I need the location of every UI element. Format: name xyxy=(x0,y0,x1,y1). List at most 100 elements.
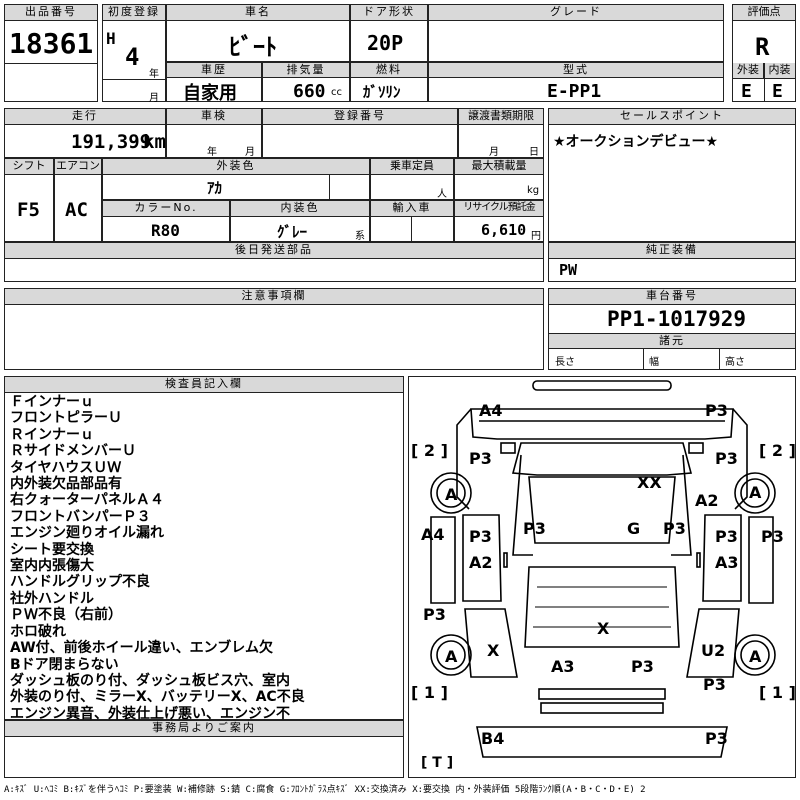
inspector-note-line: エンジン異音、外装仕上げ悪い、エンジン不 xyxy=(10,705,290,722)
inspection-year-unit: 年 xyxy=(207,147,217,158)
mark-a4-top: A4 xyxy=(479,401,503,420)
ac-box: エアコン AC xyxy=(54,158,102,242)
left-rocker xyxy=(430,516,456,604)
chassis-box: 車台番号 PP1-1017929 諸元 長さ 幅 高さ xyxy=(548,288,796,370)
width-label: 幅 xyxy=(649,357,659,368)
lot-number-label: 出品番号 xyxy=(5,5,97,21)
mark-p3-front-right: P3 xyxy=(715,449,738,468)
inspector-note-line: シート要交換 xyxy=(10,541,94,558)
ac-label: エアコン xyxy=(55,159,101,175)
grade-box: グレード xyxy=(428,4,724,62)
caution-box: 注意事項欄 xyxy=(4,288,544,370)
mark-trunk: [ T ] xyxy=(421,755,454,771)
rear-deck xyxy=(524,566,680,648)
displacement-box: 排気量 660 cc xyxy=(262,62,350,102)
door-box: ドア形状 20P xyxy=(350,4,428,62)
inspector-note-line: ＰＷ不良（右前） xyxy=(10,607,122,624)
legend: A:ｷｽﾞ U:ﾍｺﾐ B:ｷｽﾞを伴うﾍｺﾐ P:要塗装 W:補修跡 S:錆 … xyxy=(4,785,646,795)
reg-number-box: 登録番号 xyxy=(262,108,458,158)
mark-g: G xyxy=(627,519,641,538)
door-label: ドア形状 xyxy=(351,5,427,21)
mark-p3-left-door: P3 xyxy=(469,527,492,546)
capacity-unit: 人 xyxy=(437,189,447,200)
genuine-label: 純正装備 xyxy=(549,243,795,259)
inspector-note-line: 内外装欠品部品有 xyxy=(10,476,122,493)
right-front-fender xyxy=(732,408,748,510)
office-box: 事務局よりご案内 xyxy=(4,720,404,778)
ext-label: 外装 xyxy=(733,63,764,79)
height-label: 高さ xyxy=(725,357,745,368)
office-label: 事務局よりご案内 xyxy=(5,721,403,737)
lot-number-box: 出品番号 18361 xyxy=(4,4,98,102)
mileage-label: 走行 xyxy=(5,109,165,125)
max-load-box: 最大積載量 kg xyxy=(454,158,544,200)
inspector-note-line: エンジン廻りオイル漏れ xyxy=(10,525,164,542)
mark-xx: XX xyxy=(637,473,662,492)
inspector-note-line: Bドア閉まらない xyxy=(10,656,119,673)
right-rocker xyxy=(748,516,774,604)
inspector-note-line: 室内内張傷大 xyxy=(10,558,94,575)
rear-panel xyxy=(476,726,728,758)
color-no-box: カラーNo. R80 xyxy=(102,200,230,242)
inspector-note-line: 右クォーターパネルＡ４ xyxy=(10,492,164,509)
displacement-value: 660 xyxy=(293,81,326,102)
reg-number-label: 登録番号 xyxy=(263,109,457,125)
max-load-unit: kg xyxy=(527,185,540,196)
score-label: 評価点 xyxy=(733,5,795,21)
specs-label: 諸元 xyxy=(549,333,795,349)
inspector-note-line: 社外ハンドル xyxy=(10,590,94,607)
shift-value: F5 xyxy=(17,199,40,221)
grade-label: グレード xyxy=(429,5,723,21)
ext-grade: E xyxy=(741,81,752,102)
mileage-box: 走行 191,399 km xyxy=(4,108,166,158)
sales-point-text: ★オークションデビュー★ xyxy=(553,134,719,150)
car-name-label: 車名 xyxy=(167,5,349,21)
mark-a3-right: A3 xyxy=(715,553,739,572)
inspector-note-line: Ｆインナーｕ xyxy=(10,394,94,410)
car-name-box: 車名 ﾋﾞｰﾄ xyxy=(166,4,350,62)
recycle-label: リサイクル預託金 xyxy=(455,201,543,217)
inspection-label: 車検 xyxy=(167,109,261,125)
inspector-note-line: ＲサイドメンバーＵ xyxy=(10,443,136,460)
inspector-note-line: ダッシュ板のり付、ダッシュ板ビス穴、室内 xyxy=(10,672,290,689)
color-no-label: カラーNo. xyxy=(103,201,229,217)
fuel-label: 燃料 xyxy=(351,63,427,78)
sales-point-label: セールスポイント xyxy=(549,109,795,125)
mark-p3-mid-left: P3 xyxy=(523,519,546,538)
caution-label: 注意事項欄 xyxy=(5,289,543,305)
inspector-note-line: AW付、前後ホイール違い、エンブレム欠 xyxy=(10,640,273,657)
inspector-note-line: フロントバンパーＰ３ xyxy=(10,508,151,525)
chassis-label: 車台番号 xyxy=(549,289,795,305)
mark-bracket-left-top: [ 2 ] xyxy=(411,441,448,460)
shift-box: シフト F5 xyxy=(4,158,54,242)
mark-a2-left: A2 xyxy=(469,553,493,572)
era: H xyxy=(106,29,116,48)
first-registration-label: 初度登録 xyxy=(103,5,165,21)
mark-b4: B4 xyxy=(481,729,505,748)
chassis-value: PP1-1017929 xyxy=(607,307,747,331)
mark-a-front-right-wheel: A xyxy=(749,483,762,502)
left-front-fender xyxy=(456,408,472,510)
mark-a4-left: A4 xyxy=(421,525,445,544)
ext-color-value: ｱｶ xyxy=(207,179,223,197)
mark-p3-top: P3 xyxy=(705,401,728,420)
mark-p3-right: P3 xyxy=(761,527,784,546)
mark-x-rear-left: X xyxy=(487,641,500,660)
door-value: 20P xyxy=(367,31,404,55)
model-value: E-PP1 xyxy=(547,81,602,102)
ext-color-label: 外装色 xyxy=(103,159,369,175)
history-box: 車歴 自家用 xyxy=(166,62,262,104)
transfer-month-unit: 月 xyxy=(489,147,499,158)
mark-p3-bottom: P3 xyxy=(631,657,654,676)
inspection-box: 車検 年 月 xyxy=(166,108,262,158)
lot-number: 18361 xyxy=(9,27,94,60)
mark-bracket-right-top: [ 2 ] xyxy=(759,441,796,460)
mark-bracket-left-bottom: [ 1 ] xyxy=(411,683,448,702)
mark-p3-rear-right: P3 xyxy=(703,675,726,694)
later-parts-label: 後日発送部品 xyxy=(5,243,543,259)
inspection-month-unit: 月 xyxy=(245,147,255,158)
mark-p3-rear: P3 xyxy=(705,729,728,748)
mark-p3-right-door: P3 xyxy=(715,527,738,546)
ext-color-box: 外装色 ｱｶ xyxy=(102,158,370,200)
car-diagram-box: A4 P3 [ 2 ] [ 2 ] P3 P3 A A XX A2 A4 P3 … xyxy=(408,376,796,778)
